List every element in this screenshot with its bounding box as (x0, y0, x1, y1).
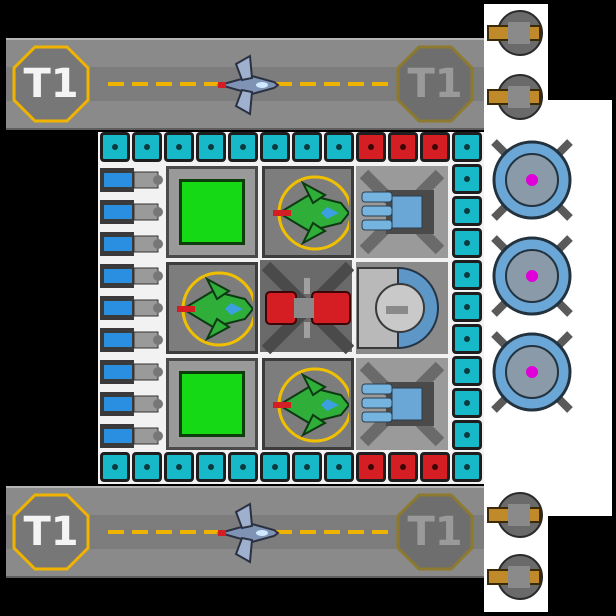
pad-label: T1 (23, 61, 79, 107)
tile[interactable] (164, 132, 194, 162)
landing-pad-top-right[interactable]: T1 (396, 45, 474, 123)
tile[interactable] (292, 452, 322, 482)
engine-icon (100, 200, 163, 224)
red-turret-bay[interactable] (260, 260, 355, 355)
green-ship-icon[interactable] (269, 365, 349, 445)
tile-red[interactable] (356, 452, 386, 482)
pad-label: T1 (23, 509, 79, 555)
tile[interactable] (452, 132, 482, 162)
engine-icon (100, 168, 163, 192)
tile[interactable] (132, 452, 162, 482)
reactor-icon[interactable] (488, 136, 576, 224)
tile[interactable] (452, 196, 482, 226)
turret-gun-icon[interactable] (356, 358, 448, 450)
dome-icon[interactable] (356, 262, 448, 354)
reactor-icon[interactable] (488, 328, 576, 416)
red-turret-icon[interactable] (260, 260, 356, 356)
tile[interactable] (452, 292, 482, 322)
tile-red[interactable] (388, 132, 418, 162)
fighter-ship-icon[interactable] (212, 52, 282, 118)
pad-label: T1 (407, 61, 463, 107)
engine-column (100, 168, 163, 448)
turret-gun-icon[interactable] (486, 552, 546, 602)
turret-gun-icon[interactable] (486, 490, 546, 540)
tile-red[interactable] (388, 452, 418, 482)
tile[interactable] (452, 324, 482, 354)
tile[interactable] (132, 132, 162, 162)
turret-bay[interactable] (356, 358, 448, 450)
ship-bay[interactable] (262, 358, 354, 450)
tile[interactable] (452, 164, 482, 194)
tile[interactable] (228, 132, 258, 162)
engine-icon (100, 328, 163, 352)
ship-bay[interactable] (166, 262, 258, 354)
tile-red[interactable] (420, 132, 450, 162)
engine-icon (100, 360, 163, 384)
green-ship-icon[interactable] (173, 269, 253, 349)
engine-icon (100, 264, 163, 288)
tile-red[interactable] (420, 452, 450, 482)
tile[interactable] (196, 452, 226, 482)
tile[interactable] (260, 452, 290, 482)
dome-bay[interactable] (356, 262, 448, 354)
tile[interactable] (228, 452, 258, 482)
tile[interactable] (452, 356, 482, 386)
tile[interactable] (324, 452, 354, 482)
turret-gun-icon[interactable] (486, 72, 546, 122)
tile[interactable] (100, 452, 130, 482)
fighter-ship-icon[interactable] (212, 500, 282, 566)
landing-pad-bottom-left[interactable]: T1 (12, 493, 90, 571)
tile[interactable] (452, 420, 482, 450)
landing-pad-bottom-right[interactable]: T1 (396, 493, 474, 571)
engine-icon (100, 424, 163, 448)
tile[interactable] (452, 260, 482, 290)
runway-top: T1 T1 (6, 38, 484, 130)
reactor-icon[interactable] (488, 232, 576, 320)
turret-bay[interactable] (356, 166, 448, 258)
runway-bottom: T1 T1 (6, 486, 484, 578)
tile[interactable] (452, 228, 482, 258)
tile[interactable] (100, 132, 130, 162)
tile[interactable] (292, 132, 322, 162)
green-ship-icon[interactable] (269, 173, 349, 253)
tile[interactable] (196, 132, 226, 162)
tile[interactable] (164, 452, 194, 482)
turret-gun-icon[interactable] (356, 166, 448, 258)
tile[interactable] (452, 452, 482, 482)
tile[interactable] (324, 132, 354, 162)
turret-gun-icon[interactable] (486, 8, 546, 58)
engine-icon (100, 232, 163, 256)
tile[interactable] (260, 132, 290, 162)
tile-red[interactable] (356, 132, 386, 162)
tile[interactable] (452, 388, 482, 418)
pad-label: T1 (407, 509, 463, 555)
landing-pad-top-left[interactable]: T1 (12, 45, 90, 123)
engine-icon (100, 296, 163, 320)
green-landing-bay[interactable] (166, 358, 258, 450)
engine-icon (100, 392, 163, 416)
ship-bay[interactable] (262, 166, 354, 258)
green-landing-bay[interactable] (166, 166, 258, 258)
